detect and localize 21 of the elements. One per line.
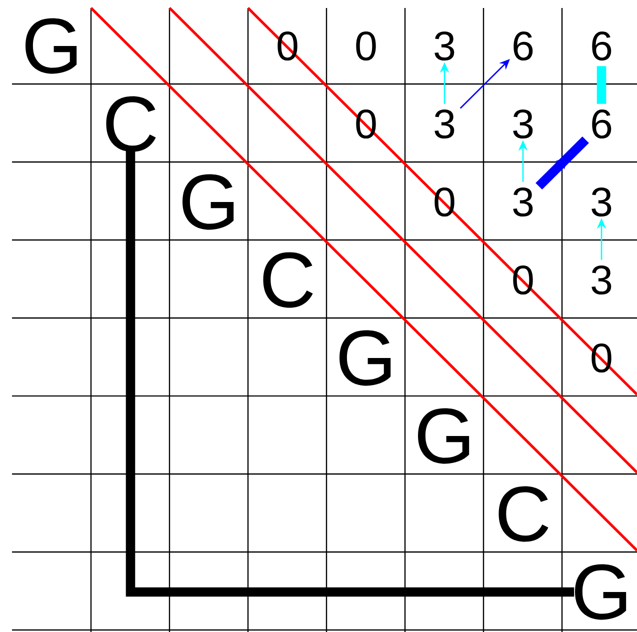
- score-value: 6: [592, 109, 612, 139]
- traceback-line: [126, 148, 574, 597]
- score-value: 3: [434, 31, 454, 61]
- sequence-letter: G: [182, 174, 234, 230]
- sequence-letter: C: [263, 252, 313, 308]
- score-value: 3: [592, 265, 612, 295]
- sequence-letter: G: [340, 330, 391, 386]
- sequence-letter: C: [106, 96, 156, 152]
- sequence-letter: C: [498, 486, 548, 542]
- traceback-line: [596, 66, 606, 104]
- score-value: 3: [434, 109, 454, 139]
- sequence-letter: G: [575, 564, 626, 620]
- score-value: 6: [592, 31, 612, 61]
- score-value: 3: [592, 187, 612, 217]
- score-value: 6: [514, 31, 533, 61]
- sequence-letter: G: [26, 18, 77, 74]
- score-value: 0: [356, 31, 376, 61]
- traceback-arrow: [536, 136, 589, 190]
- sequence-letter: G: [418, 408, 470, 464]
- score-value: 3: [513, 187, 533, 217]
- score-value: 3: [513, 109, 533, 139]
